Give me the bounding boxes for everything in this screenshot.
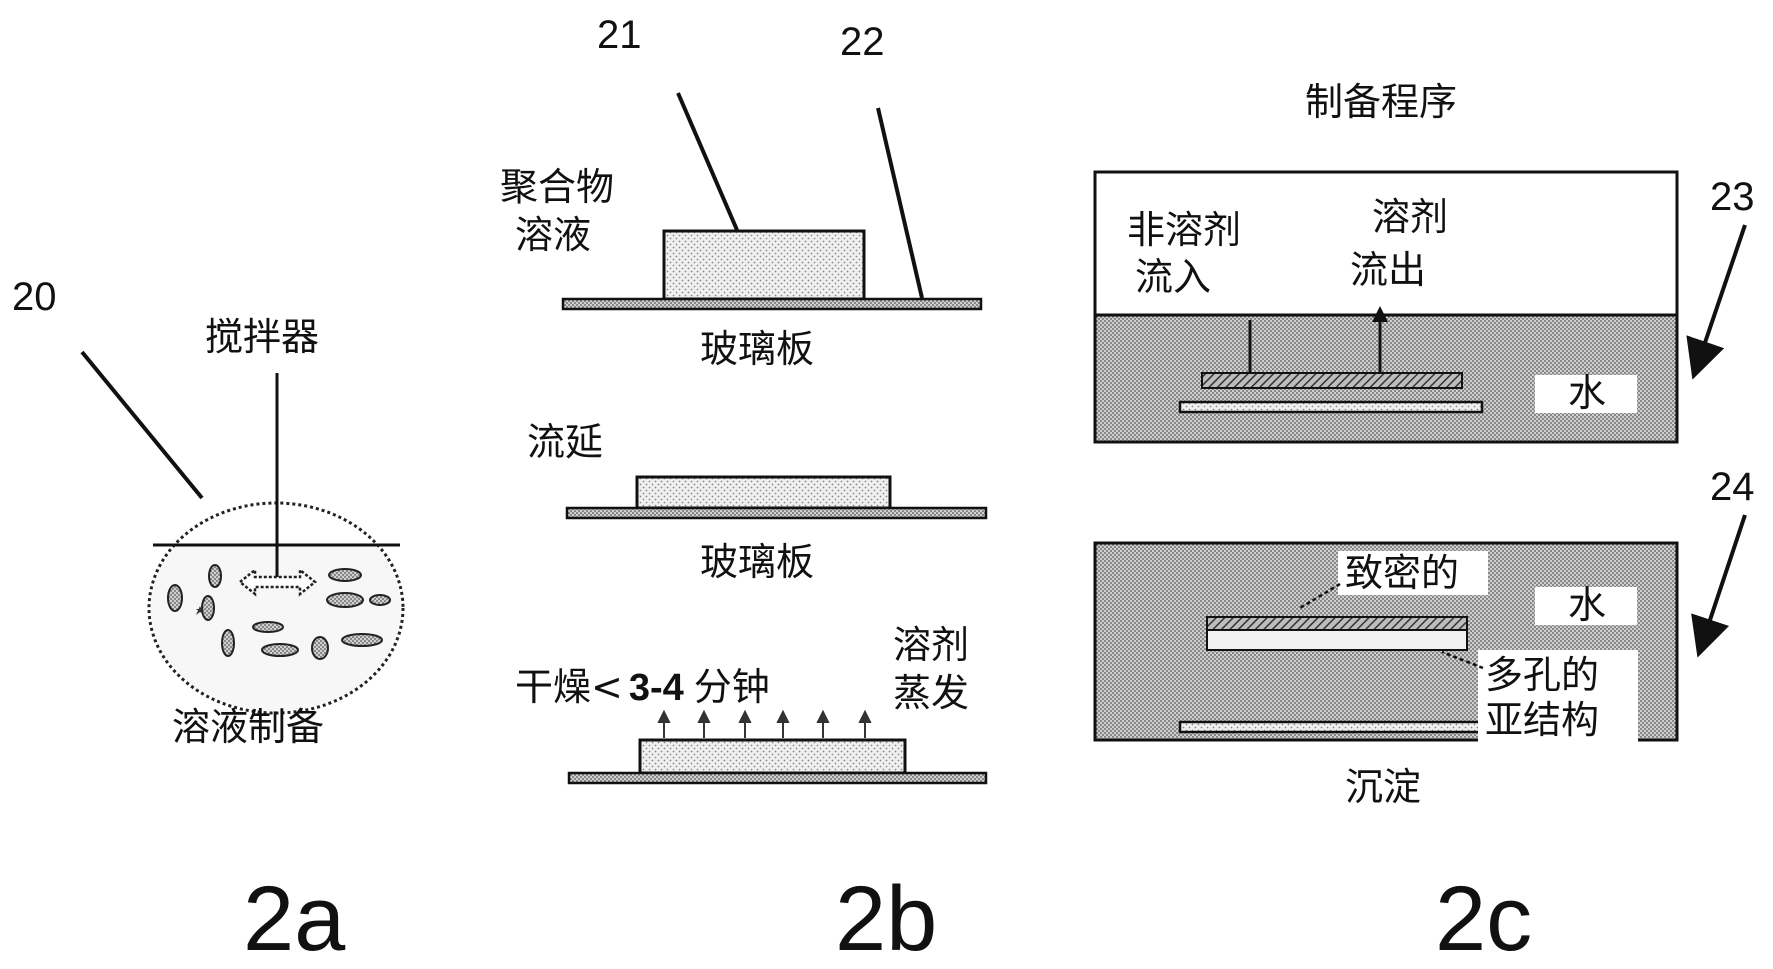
- polymer-solution-label-line2: 溶液: [515, 213, 591, 257]
- glass-plate-label-1: 玻璃板: [700, 327, 814, 371]
- nonsolvent-label-line2: 流入: [1135, 255, 1211, 299]
- arrow-24: [1691, 514, 1747, 658]
- coagulation-bath-1: 水: [1093, 170, 1679, 444]
- water-label-bg-1: [1535, 375, 1637, 413]
- dense-label-bg: [1338, 551, 1488, 595]
- figure-label-2b: 2b: [835, 868, 937, 969]
- double-arrow-icon: [237, 567, 318, 597]
- polymer-solution-block: [662, 229, 866, 301]
- glass-plate-2: [565, 506, 988, 520]
- leader-line-22: [876, 107, 924, 299]
- solvent-label-line2: 流出: [1350, 248, 1426, 292]
- porous-pointer: [1441, 650, 1484, 670]
- porous-label-line1: 多孔的: [1485, 653, 1599, 697]
- glass-plate-1: [561, 297, 983, 311]
- water-label-1: 水: [1568, 371, 1606, 415]
- evaporation-label-line2: 蒸发: [893, 671, 969, 715]
- water-label-bg-2: [1535, 587, 1637, 625]
- porous-substructure-layer: [1206, 629, 1468, 651]
- porous-label-line2: 亚结构: [1485, 698, 1599, 742]
- preparation-procedure-title: 制备程序: [1305, 80, 1457, 124]
- nonsolvent-label-line1: 非溶剂: [1127, 208, 1241, 252]
- stirrer-label: 搅拌器: [205, 315, 319, 359]
- solution-vessel: [147, 501, 405, 715]
- ref-number-22: 22: [840, 20, 885, 64]
- precipitation-label: 沉淀: [1345, 765, 1421, 809]
- star-particle: [196, 606, 204, 615]
- dense-label: 致密的: [1345, 551, 1459, 595]
- ref-number-24: 24: [1710, 465, 1755, 509]
- solvent-label-line1: 溶剂: [1372, 195, 1448, 239]
- coagulation-bath-2: 水: [1093, 541, 1679, 742]
- water-label-2: 水: [1568, 583, 1606, 627]
- panel-2c: 制备程序 水 非溶剂 流入 溶剂 流出 23 水: [1093, 80, 1755, 969]
- evaporation-arrows: [657, 709, 872, 738]
- glass-plate-4: [1178, 400, 1484, 414]
- figure-label-2c: 2c: [1435, 868, 1532, 969]
- polymer-particles: [167, 564, 391, 660]
- evaporation-label-line1: 溶剂: [893, 623, 969, 667]
- dense-pointer: [1299, 582, 1341, 610]
- casting-label: 流延: [527, 420, 603, 464]
- polymer-solution-label-line1: 聚合物: [500, 165, 614, 209]
- glass-plate-label-2: 玻璃板: [700, 540, 814, 584]
- figure-label-2a: 2a: [243, 868, 346, 969]
- cast-film: [635, 475, 892, 510]
- drying-film: [638, 738, 907, 775]
- glass-plate-3: [567, 771, 988, 785]
- dense-skin-layer: [1206, 616, 1468, 631]
- glass-plate-5: [1178, 720, 1484, 734]
- solution-preparation-caption: 溶液制备: [172, 705, 324, 749]
- stirrer: [237, 373, 318, 597]
- panel-2a: 20 搅拌器: [12, 275, 405, 969]
- ref-number-20: 20: [12, 275, 57, 319]
- ref-number-21: 21: [597, 13, 642, 57]
- arrow-23: [1686, 224, 1747, 380]
- leader-line-21: [676, 92, 739, 231]
- leader-line-20: [80, 350, 204, 500]
- porous-label-bg: [1478, 650, 1638, 742]
- membrane-film-1: [1201, 372, 1463, 389]
- up-arrow-icon: [1372, 306, 1388, 322]
- ref-number-23: 23: [1710, 175, 1755, 219]
